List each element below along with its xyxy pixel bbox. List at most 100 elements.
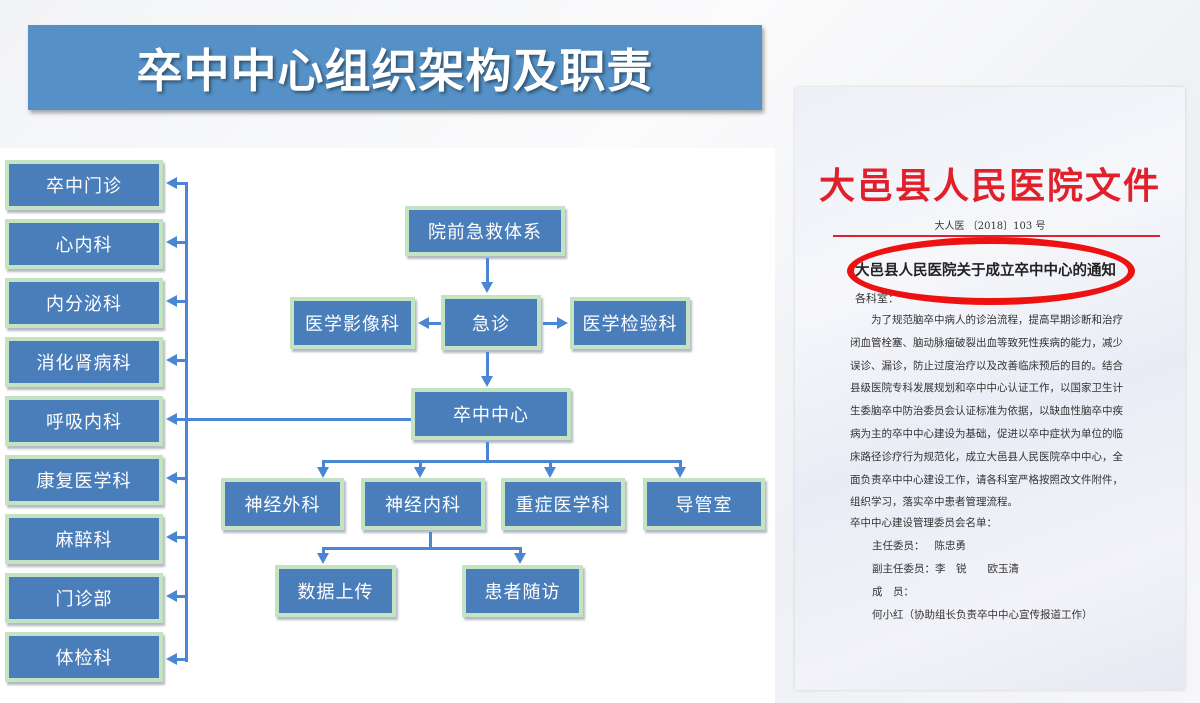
connector-h — [175, 595, 187, 598]
committee-title: 卒中中心建设管理委员会名单： — [850, 517, 997, 529]
connector-h — [322, 460, 682, 463]
box-neurosurgery: 神经外科 — [221, 478, 344, 530]
arrow-left-icon — [166, 295, 177, 307]
dept-box-gastro-nephrology: 消化肾病科 — [5, 337, 163, 387]
doc-body-line: 生委脑卒中防治委员会认证标准为依据，以缺血性脑卒中疾 — [850, 405, 1123, 418]
doc-body: 为了规范脑卒中病人的诊治流程，提高早期诊断和治疗 闭血管栓塞、脑动脉瘤破裂出血等… — [850, 309, 1145, 514]
dept-box-outpatient: 门诊部 — [5, 573, 163, 623]
arrow-left-icon — [166, 590, 177, 602]
arrow-down-icon — [317, 553, 329, 564]
arrow-down-icon — [481, 282, 493, 293]
connector-v — [322, 547, 325, 554]
dept-box-endocrinology: 内分泌科 — [5, 278, 163, 328]
connector-v — [486, 352, 489, 377]
connector-h — [175, 300, 187, 303]
title-banner: 卒中中心组织架构及职责 — [28, 25, 762, 110]
box-label: 神经内科 — [385, 495, 461, 516]
box-label: 医学检验科 — [582, 314, 678, 335]
box-label: 院前急救体系 — [428, 222, 542, 243]
arrow-down-icon — [674, 467, 686, 478]
connector-h — [175, 241, 187, 244]
box-label: 医学影像科 — [305, 314, 400, 335]
dept-box-rehabilitation: 康复医学科 — [5, 455, 163, 505]
box-emergency: 急诊 — [441, 295, 541, 350]
box-label: 神经外科 — [244, 495, 321, 516]
highlight-oval — [847, 237, 1135, 305]
doc-salutation: 各科室： — [855, 292, 899, 305]
doc-body-line: 床路径诊疗行为规范化，成立大邑县人民医院卒中中心，全 — [850, 450, 1123, 463]
connector-v — [549, 460, 552, 468]
box-label: 导管室 — [675, 495, 733, 516]
connector-h — [543, 322, 558, 325]
connector-h — [175, 658, 187, 661]
connector-v — [429, 532, 432, 549]
doc-committee: 卒中中心建设管理委员会名单： 主任委员： 陈忠勇 副主任委员：李 锐 欧玉清 成… — [850, 512, 1150, 627]
box-cath-lab: 导管室 — [643, 478, 765, 530]
connector-v — [322, 460, 325, 468]
connector-v — [486, 442, 489, 462]
doc-body-line: 误诊、漏诊，防止过度治疗以及改善临床预后的目的。结合 — [850, 359, 1123, 372]
left-bracket-vertical — [185, 182, 188, 662]
committee-director: 主任委员： 陈忠勇 — [850, 535, 1150, 558]
box-imaging: 医学影像科 — [290, 297, 415, 349]
doc-body-line: 县级医院专科发展规划和卒中中心认证工作，以国家卫生计 — [850, 382, 1123, 395]
connector-v — [486, 258, 489, 283]
box-neurology: 神经内科 — [361, 478, 485, 530]
dept-label: 康复医学科 — [36, 471, 132, 492]
dept-label: 消化肾病科 — [36, 353, 132, 374]
connector-v — [679, 460, 682, 468]
doc-body-line: 组织学习，落实卒中患者管理流程。 — [850, 496, 1018, 509]
doc-body-line: 面负责卒中中心建设工作，请各科室严格按照改文件附件， — [850, 473, 1123, 486]
dept-box-stroke-clinic: 卒中门诊 — [5, 160, 163, 210]
connector-h — [175, 418, 415, 421]
box-label: 重症医学科 — [515, 495, 611, 516]
arrow-left-icon — [166, 413, 177, 425]
arrow-left-icon — [418, 317, 429, 329]
committee-members-label: 成 员： — [872, 586, 914, 598]
arrow-down-icon — [481, 376, 493, 387]
arrow-left-icon — [166, 472, 177, 484]
box-data-upload: 数据上传 — [275, 565, 396, 617]
connector-v — [519, 547, 522, 554]
arrow-right-icon — [557, 317, 568, 329]
connector-h — [175, 359, 187, 362]
arrow-down-icon — [414, 467, 426, 478]
connector-v — [419, 460, 422, 468]
dept-box-physical-exam: 体检科 — [5, 632, 163, 682]
dept-label: 心内科 — [55, 235, 113, 256]
page-title: 卒中中心组织架构及职责 — [136, 43, 654, 98]
director-name: 陈忠勇 — [934, 540, 967, 552]
box-label: 数据上传 — [297, 582, 374, 603]
box-label: 患者随访 — [484, 582, 561, 603]
connector-h — [175, 536, 187, 539]
box-label: 急诊 — [472, 313, 510, 335]
dept-label: 麻醉科 — [55, 530, 113, 551]
director-label: 主任委员： — [872, 540, 925, 552]
connector-h — [428, 322, 441, 325]
connector-h — [322, 547, 522, 550]
dept-label: 卒中门诊 — [46, 176, 122, 197]
doc-body-line: 闭血管栓塞、脑动脉瘤破裂出血等致死性疾病的能力，减少 — [850, 336, 1123, 349]
dept-label: 内分泌科 — [46, 294, 122, 315]
arrow-left-icon — [166, 354, 177, 366]
vice-label: 副主任委员： — [872, 563, 935, 575]
dept-box-cardiology: 心内科 — [5, 219, 163, 269]
doc-body-line: 为了规范脑卒中病人的诊治流程，提高早期诊断和治疗 — [850, 314, 1123, 326]
arrow-left-icon — [166, 531, 177, 543]
dept-box-respiratory: 呼吸内科 — [5, 396, 163, 446]
arrow-down-icon — [544, 467, 556, 478]
dept-label: 体检科 — [55, 648, 113, 669]
committee-member: 何小红（协助组长负责卒中中心宣传报道工作） — [872, 609, 1093, 621]
box-patient-followup: 患者随访 — [462, 565, 583, 617]
dept-label: 呼吸内科 — [46, 412, 122, 433]
box-icu: 重症医学科 — [501, 478, 625, 530]
connector-h — [175, 477, 187, 480]
doc-red-rule — [833, 235, 1160, 237]
arrow-left-icon — [166, 177, 177, 189]
arrow-down-icon — [317, 467, 329, 478]
doc-body-line: 病为主的卒中中心建设为基础，促进以卒中症状为单位的临 — [850, 427, 1123, 440]
committee-vice: 副主任委员：李 锐 欧玉清 — [850, 558, 1150, 581]
box-label: 卒中中心 — [453, 405, 529, 426]
vice-names: 李 锐 欧玉清 — [935, 563, 1019, 575]
doc-header: 大邑县人民医院文件 — [818, 165, 1161, 207]
